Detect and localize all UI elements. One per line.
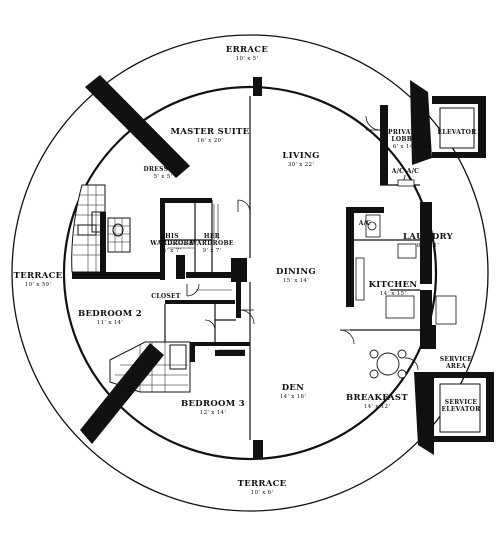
service-elevator-label: SERVICE — [445, 399, 478, 406]
bedroom3-label: BEDROOM 3 — [181, 399, 245, 409]
breakfast-label: BREAKFAST — [346, 393, 408, 403]
terrace-top-dim: 10' x 5' — [236, 56, 259, 62]
service-area-label-2: AREA — [445, 363, 466, 370]
terrace-top-label: ERRACE — [226, 45, 268, 55]
private-lobby-dim: 6' x 14' — [393, 144, 416, 150]
den-label: DEN — [282, 383, 305, 393]
terrace-left-label: TERRACE — [14, 271, 63, 281]
master-bath-area — [71, 184, 131, 273]
his-wardrobe-dim: 5' x 7' — [163, 248, 182, 254]
terrace-bottom-label: TERRACE — [238, 479, 287, 489]
breakfast-dim: 14' x 12' — [364, 404, 390, 410]
dining-dim: 15' x 14' — [283, 278, 309, 284]
kitchen-label: KITCHEN — [369, 280, 418, 290]
her-wardrobe-dim: 9' x 7' — [203, 248, 222, 254]
dining-label: DINING — [276, 267, 316, 277]
bedroom2-dim: 11' x 14' — [97, 320, 123, 326]
service-elevator-car — [439, 383, 481, 433]
ac-label-3: A/C — [358, 220, 372, 227]
his-wardrobe-label-2: WARDROBE — [149, 240, 194, 247]
living-dim: 30' x 22' — [288, 162, 314, 168]
closet-rods — [168, 204, 245, 351]
laundry-label: LAUNDRY — [403, 232, 454, 242]
master-suite-dim: 16' x 20' — [197, 138, 223, 144]
ac-label-2: A/C — [406, 168, 420, 175]
his-wardrobe-label: HIS — [165, 233, 179, 240]
dressing-dim: 5' x 5' — [154, 174, 173, 180]
terrace-outer-ring — [11, 34, 489, 512]
building-perimeter — [62, 85, 438, 461]
dressing-label: DRESSING — [143, 166, 182, 173]
kitchen-fixtures — [355, 179, 457, 325]
breakfast-table — [369, 349, 407, 379]
service-area-label: SERVICE — [440, 356, 473, 363]
elevator-car — [439, 107, 475, 149]
den-dim: 14' x 16' — [280, 394, 306, 400]
her-wardrobe-label: HER — [204, 233, 221, 240]
service-elevator-label-2: ELEVATOR — [442, 406, 482, 413]
elevator-label: ELEVATOR — [438, 129, 478, 136]
partitions — [164, 96, 420, 440]
private-lobby-label-2: LOBBY — [391, 136, 417, 143]
laundry-dim: 8' x 11' — [417, 243, 440, 249]
bedroom2-label: BEDROOM 2 — [78, 309, 142, 319]
walls — [72, 75, 494, 458]
her-wardrobe-label-2: WARDROBE — [189, 240, 234, 247]
door-swings — [186, 115, 419, 371]
terrace-left-dim: 10' x 59' — [25, 282, 51, 288]
living-label: LIVING — [282, 151, 319, 161]
master-suite-label: MASTER SUITE — [171, 127, 250, 137]
kitchen-dim: 14' x 15' — [380, 291, 406, 297]
terrace-bottom-dim: 10' x 6' — [251, 490, 274, 496]
bedroom3-dim: 12' x 14' — [200, 410, 226, 416]
ac-label-1: A/C — [391, 168, 405, 175]
closet-label: CLOSET — [151, 293, 181, 300]
private-lobby-label: PRIVATE — [388, 129, 420, 136]
